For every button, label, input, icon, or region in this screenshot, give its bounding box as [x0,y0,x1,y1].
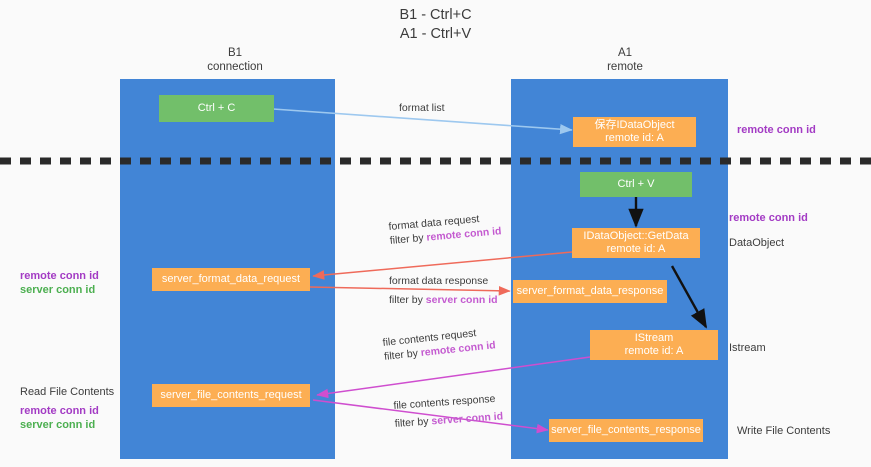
column-header-a1-name: A1 [617,47,633,59]
flow-label-format-data-response-line-1: format data response [389,275,489,287]
flow-label-format-data-request-filter-prefix: filter by [389,231,427,247]
left-label-low-server-conn-id: server conn id [20,419,96,431]
box-istream[interactable]: IStream remote id: A [590,330,718,360]
box-server-file-contents-request[interactable]: server_file_contents_request [152,384,310,407]
flow-label-format-data-response: format data response filter by server co… [389,274,498,307]
flow-label-file-contents-request-filter-prefix: filter by [383,347,422,363]
column-header-b1: B1 connection [120,46,350,74]
column-header-b1-sub: connection [207,61,263,73]
box-server-format-data-response[interactable]: server_format_data_response [513,280,667,303]
box-ctrl-c[interactable]: Ctrl + C [159,95,274,122]
left-label-remote-conn-id: remote conn id [20,270,99,282]
box-server-format-data-request-label: server_format_data_request [161,272,301,285]
box-save-idataobject-line-2: remote id: A [605,132,664,144]
box-ctrl-v[interactable]: Ctrl + V [580,172,692,197]
right-label-mid-remote-conn-id: remote conn id [729,212,808,224]
box-ctrl-c-label: Ctrl + C [197,101,236,114]
box-server-file-contents-request-label: server_file_contents_request [160,388,302,401]
column-header-a1-sub: remote [607,61,643,73]
box-save-idataobject-line-1: 保存IDataObject [594,118,675,131]
box-server-format-data-response-label: server_format_data_response [516,284,664,297]
box-idataobject-getdata[interactable]: IDataObject::GetData remote id: A [572,228,700,258]
right-label-istream: Istream [729,342,766,354]
box-idataobject-getdata-line-2: remote id: A [606,243,666,255]
page-title: B1 - Ctrl+C A1 - Ctrl+V [0,6,871,44]
left-label-low-remote-conn-id: remote conn id [20,405,99,417]
flow-label-format-data-response-filter-prefix: filter by [389,294,426,306]
box-idataobject-getdata-line-1: IDataObject::GetData [583,229,689,242]
box-save-idataobject[interactable]: 保存IDataObject remote id: A [573,117,696,147]
box-server-format-data-request[interactable]: server_format_data_request [152,268,310,291]
flow-label-format-data-response-filter-key: server conn id [425,294,498,306]
right-label-write-file-contents: Write File Contents [737,425,831,437]
title-line-1: B1 - Ctrl+C [399,7,472,23]
box-ctrl-v-label: Ctrl + V [617,177,655,190]
flow-label-file-contents-response: file contents response filter by server … [393,391,504,430]
box-istream-line-2: remote id: A [624,345,684,357]
column-header-b1-name: B1 [227,47,243,59]
flow-label-format-list: format list [399,101,445,115]
flow-label-format-list-line-1: format list [399,102,445,114]
flow-label-file-contents-response-filter-key: server conn id [431,410,504,428]
column-header-a1: A1 remote [510,46,740,74]
left-label-server-conn-id: server conn id [20,284,96,296]
right-label-dataobject: DataObject [729,237,785,249]
box-server-file-contents-response[interactable]: server_file_contents_response [549,419,703,442]
box-istream-line-1: IStream [634,331,674,344]
flow-label-file-contents-response-filter: filter by server conn id [394,409,503,431]
right-label-top-remote-conn-id: remote conn id [737,124,816,136]
left-label-read-file-contents: Read File Contents [20,386,115,398]
flow-label-file-contents-request: file contents request filter by remote c… [382,324,496,364]
box-server-file-contents-response-label: server_file_contents_response [551,423,701,436]
flow-label-file-contents-response-filter-prefix: filter by [394,415,432,430]
flow-label-format-data-response-filter: filter by server conn id [389,293,498,307]
flow-label-format-data-request: format data request filter by remote con… [388,210,502,248]
title-line-2: A1 - Ctrl+V [399,26,472,42]
